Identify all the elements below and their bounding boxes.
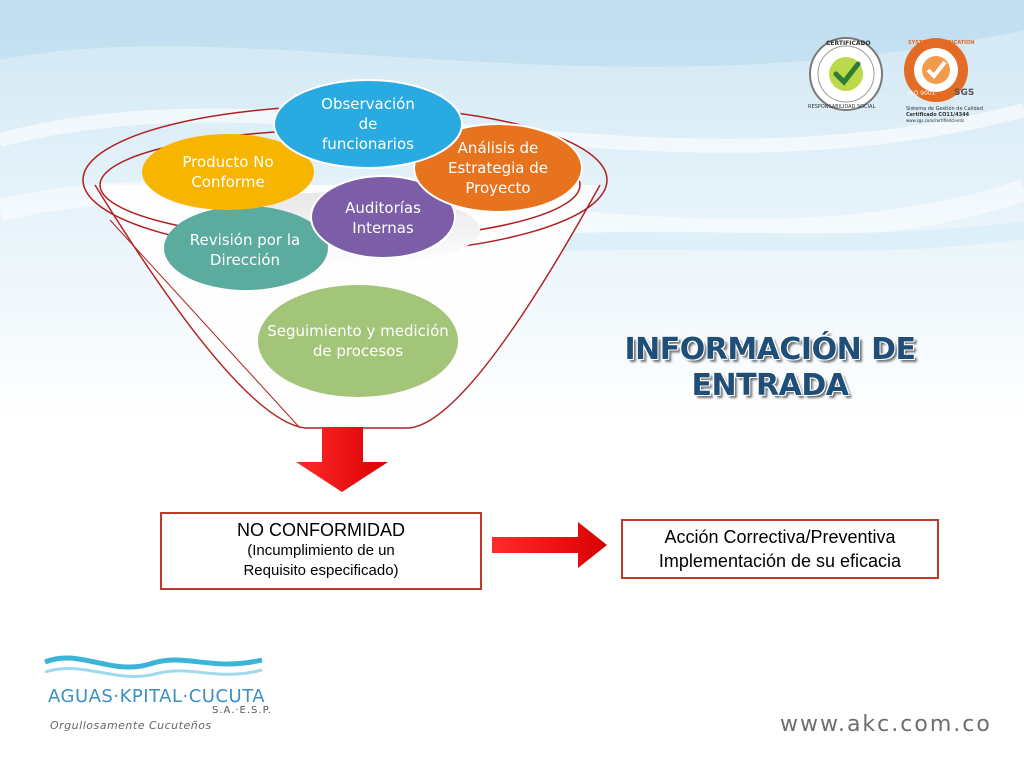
bubble-revision [164, 206, 328, 290]
seal1-bottom-text: RESPONSABILIDAD SOCIAL [808, 104, 876, 110]
company-logo-suffix: S.A.·E.S.P. [212, 705, 273, 716]
no-conformidad-title: NO CONFORMIDAD [237, 520, 405, 540]
bubble-label-observacion: Observación de funcionarios [321, 95, 415, 153]
down-arrow-icon [296, 427, 388, 492]
company-logo-name: AGUAS·KPITAL·CUCUTA [48, 686, 266, 707]
accion-line1: Acción Correctiva/Preventiva [664, 527, 896, 547]
company-tagline: Orgullosamente Cucuteños [50, 719, 212, 732]
bubble-label-producto: Producto No Conforme [182, 153, 274, 191]
seal2-note3: www.sgs.com/certifiedclients [906, 118, 965, 123]
no-conformidad-line3: Requisito especificado) [243, 562, 399, 579]
no-conformidad-box: NO CONFORMIDAD (Incumplimiento de un Req… [160, 512, 482, 590]
website-link[interactable]: www.akc.com.co [780, 712, 992, 737]
iso-seal-icon [904, 38, 968, 102]
page-title-line1: INFORMACIÓN DE [624, 332, 916, 367]
page-title-line2: ENTRADA [691, 368, 849, 403]
seal2-brand-text: SGS [954, 88, 975, 98]
right-arrow-icon [492, 522, 607, 568]
bubble-analisis [413, 123, 583, 213]
seal2-iso-text: ISO 9001 [908, 90, 936, 97]
seal1-top-text: CERTIFICADO [826, 40, 871, 47]
accion-line2: Implementación de su eficacia [658, 551, 902, 571]
no-conformidad-line2: (Incumplimiento de un [247, 542, 395, 559]
logo-wave-1 [44, 655, 263, 670]
certified-seal-icon [809, 37, 883, 111]
bubble-producto [142, 134, 314, 210]
bubble-observacion [273, 79, 463, 169]
bubble-label-analisis: Análisis de Estrategia de Proyecto [447, 139, 549, 197]
bubble-label-auditorias: Auditorías Internas [345, 199, 421, 237]
seal2-note2: Certificado CO11/4344 [906, 112, 970, 118]
bubble-seguimiento [258, 285, 458, 397]
bubble-label-seguimiento: Seguimiento y medición de procesos [267, 322, 449, 360]
seal2-note1: Sistema de Gestión de Calidad [906, 106, 983, 112]
page-title: INFORMACIÓN DE ENTRADA [620, 332, 920, 404]
bubble-auditorias [310, 175, 456, 259]
seal2-top-text: SYSTEM CERTIFICATION [908, 40, 975, 46]
logo-wave-2 [44, 667, 263, 678]
bubble-label-revision: Revisión por la Dirección [189, 231, 301, 269]
accion-correctiva-box: Acción Correctiva/Preventiva Implementac… [621, 519, 939, 579]
